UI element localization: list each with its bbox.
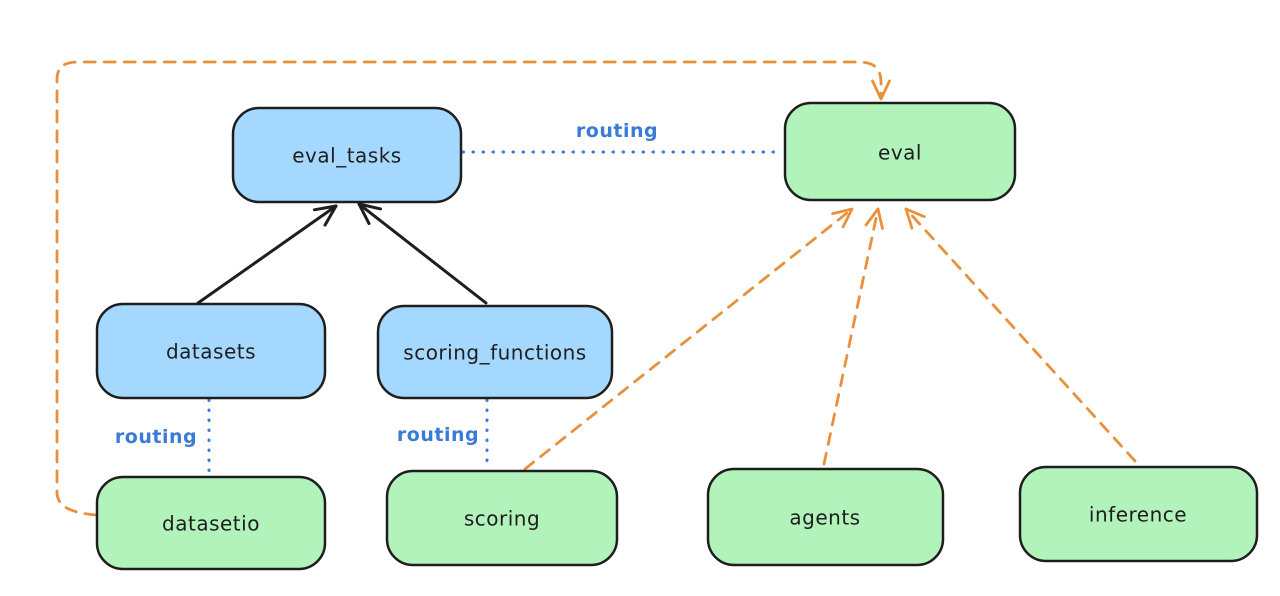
node-inference-label: inference [1089,503,1187,527]
routing-label-middle: routing [397,424,479,446]
node-eval-label: eval [878,141,922,165]
node-datasetio-box [95,475,327,571]
node-datasets: datasets [95,302,327,400]
edge-agents-to-eval [822,207,884,466]
arrowhead-icon [357,202,382,226]
node-datasetio-label: datasetio [162,512,260,536]
node-scoring-functions-box [376,304,614,400]
edge-line [55,60,883,517]
node-datasets-box [95,302,327,400]
node-scoring-box [385,469,619,567]
edge-scoring-to-eval [523,207,854,471]
node-datasetio: datasetio [95,475,327,571]
node-eval-tasks-box [231,106,463,204]
node-datasets-label: datasets [166,340,256,364]
arrowhead-icon [831,207,854,229]
node-eval-tasks: eval_tasks [231,106,463,204]
routing-label-top: routing [576,120,658,142]
node-scoring-label: scoring [464,507,540,531]
edge-datasetio-to-eval [55,60,891,517]
node-agents-box [706,467,945,567]
routing-label-left: routing [115,426,197,448]
arrowhead-icon [904,207,926,230]
edge-line [822,207,880,466]
arrowhead-icon [312,204,338,227]
edge-inference-to-eval [904,207,1137,463]
node-agents-label: agents [789,506,860,530]
node-agents: agents [706,467,945,567]
node-eval-box [783,101,1017,202]
edge-line [523,207,854,471]
edge-line [904,207,1137,463]
node-eval-tasks-label: eval_tasks [292,144,401,168]
edge-datasets-to-eval-tasks [196,204,338,305]
node-scoring-functions-label: scoring_functions [403,341,586,365]
node-eval: eval [783,101,1017,202]
node-inference-box [1018,465,1259,563]
node-inference: inference [1018,465,1259,563]
node-scoring: scoring [385,469,619,567]
arrowhead-icon [871,79,891,101]
edge-line [196,204,338,305]
node-scoring-functions: scoring_functions [376,304,614,400]
edge-line [357,202,488,305]
edge-scoring-functions-to-eval-tasks [357,202,488,305]
arrowhead-icon [864,207,884,230]
